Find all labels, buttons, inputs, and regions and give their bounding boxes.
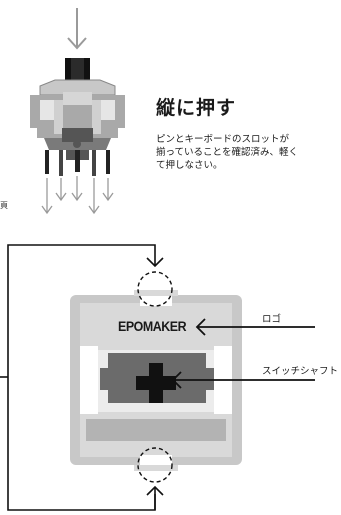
press-down-arrow bbox=[67, 8, 87, 50]
logo-label: ロゴ bbox=[262, 314, 282, 325]
instruction-description: ピンとキーボードのスロットが 揃っていることを確認済み、軽く て押しなさい。 bbox=[156, 134, 299, 171]
top-alignment-marker bbox=[137, 271, 173, 307]
switch-shaft-label: スイッチシャフト bbox=[262, 366, 339, 377]
switch-top-view bbox=[70, 290, 242, 471]
switch-side-view bbox=[30, 58, 125, 176]
instruction-heading: 縦に押す bbox=[156, 97, 237, 119]
side-text-fragment: 頁 bbox=[0, 201, 8, 210]
bottom-alignment-marker bbox=[137, 447, 173, 483]
shaft-pointer-arrow bbox=[171, 371, 315, 389]
top-down-arrow bbox=[146, 257, 164, 268]
bottom-up-arrow bbox=[146, 485, 164, 510]
pin-down-arrows bbox=[41, 176, 114, 215]
logo-pointer-arrow bbox=[195, 318, 315, 336]
brand-logo: EPOMAKER bbox=[118, 319, 187, 334]
